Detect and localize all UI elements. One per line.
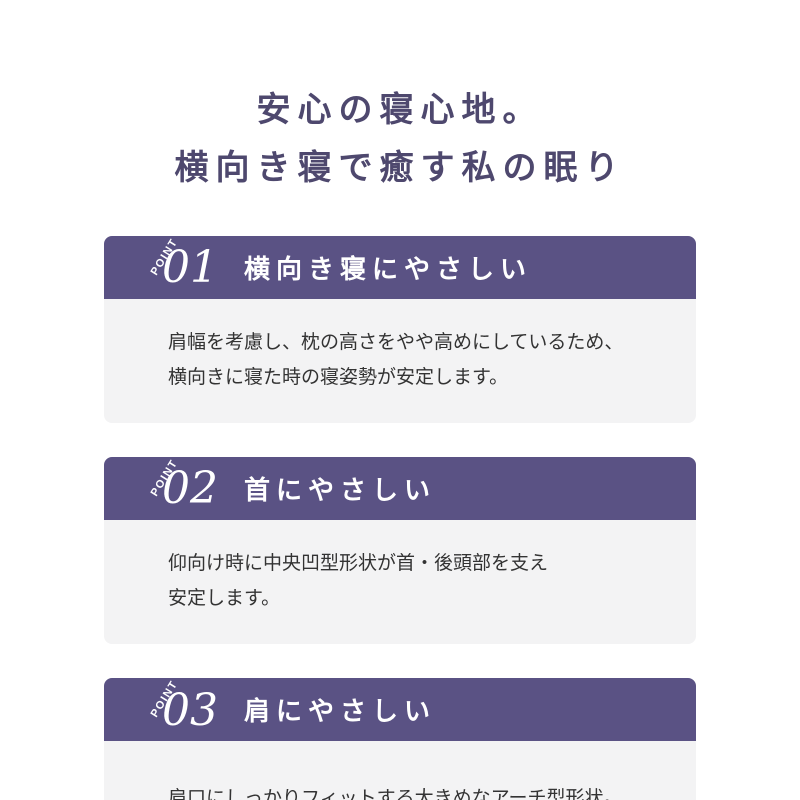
point-badge: POINT 02 [149, 457, 224, 520]
point-card-01-header: POINT 01 横向き寝にやさしい [104, 235, 696, 299]
page-title: 安心の寝心地。 横向き寝で癒す私の眠り [0, 23, 800, 198]
point-badge: POINT 03 [149, 678, 224, 741]
point-card-02: POINT 02 首にやさしい 仰向け時に中央凹型形状が首・後頭部を支え 安定し… [104, 456, 696, 645]
point-heading: 首にやさしい [244, 474, 437, 505]
point-number: 02 [162, 463, 218, 515]
page-title-line-1: 安心の寝心地。 [256, 90, 544, 129]
point-heading: 肩にやさしい [244, 696, 437, 727]
point-heading: 横向き寝にやさしい [244, 253, 533, 284]
point-card-list: POINT 01 横向き寝にやさしい 肩幅を考慮し、枕の高さをやや高めにしている… [104, 235, 696, 800]
point-card-01: POINT 01 横向き寝にやさしい 肩幅を考慮し、枕の高さをやや高めにしている… [104, 235, 696, 423]
point-card-03: POINT 03 肩にやさしい 肩口にしっかりフィットする大きめなアーチ型形状。 [104, 678, 696, 800]
point-body-text: 肩幅を考慮し、枕の高さをやや高めにしているため、 横向きに寝た時の寝姿勢が安定し… [104, 298, 696, 423]
point-number: 03 [162, 684, 218, 736]
point-badge: POINT 01 [149, 236, 224, 299]
point-body-text: 仰向け時に中央凹型形状が首・後頭部を支え 安定します。 [104, 519, 696, 645]
point-card-02-header: POINT 02 首にやさしい [104, 456, 696, 520]
point-card-03-header: POINT 03 肩にやさしい [104, 678, 696, 742]
point-number: 01 [162, 242, 218, 294]
page-title-line-2: 横向き寝で癒す私の眠り [174, 149, 626, 188]
point-body-text: 肩口にしっかりフィットする大きめなアーチ型形状。 [104, 741, 696, 800]
